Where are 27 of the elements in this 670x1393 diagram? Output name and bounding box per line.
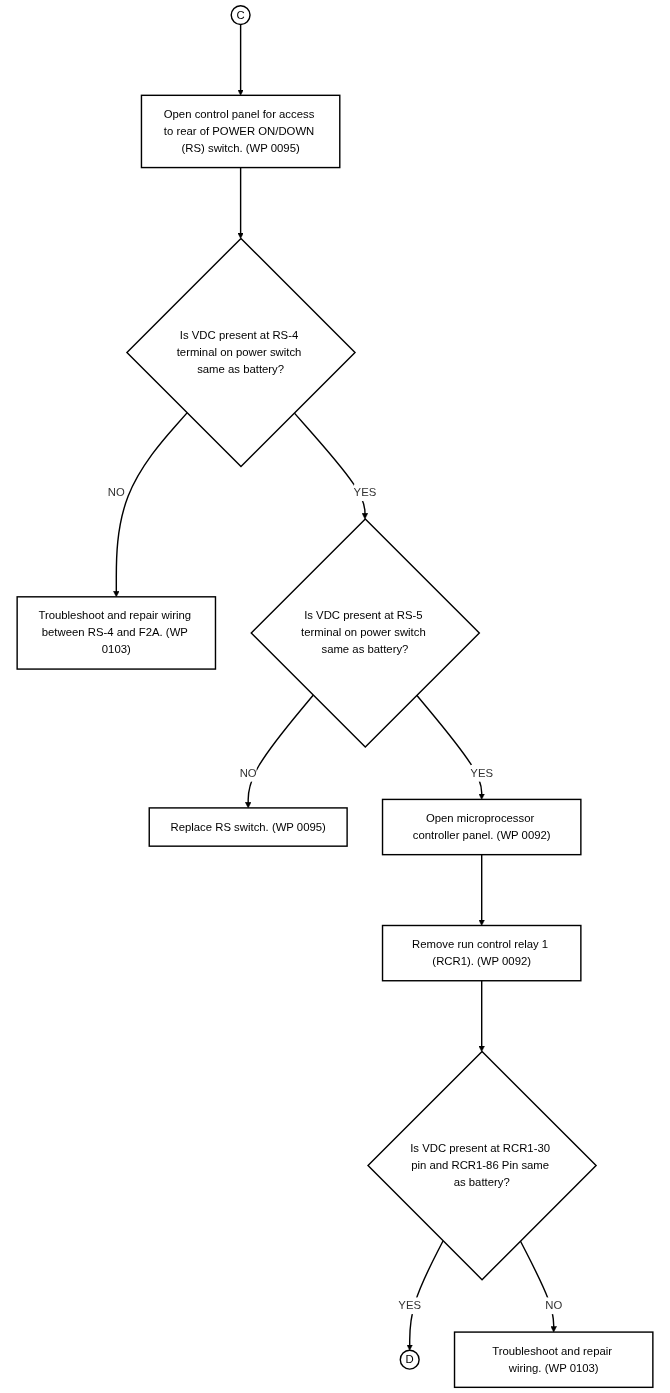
arrow [237, 166, 244, 239]
node-box: Troubleshoot and repair wiring. (WP 0103) [453, 1331, 654, 1389]
node-diamond: Is VDC present at RS-4 terminal on power switch same as battery? [125, 237, 357, 468]
edge-label: YES [353, 486, 377, 499]
arrow [519, 1240, 557, 1333]
arrow [478, 980, 485, 1052]
node-circle: C [230, 4, 251, 26]
edge-label: NO [107, 486, 125, 499]
node-diamond: Is VDC present at RCR1-30 pin and RCR1-86 Pin same as battery? [367, 1050, 598, 1281]
node-diamond: Is VDC present at RS-5 terminal on power switch same as battery? [250, 517, 481, 748]
edge-label: YES [398, 1299, 422, 1312]
arrow [416, 694, 485, 800]
edge-label: NO [239, 766, 257, 779]
node-box: Open microprocessor controller panel. (WP 0092) [381, 798, 582, 856]
node-box: Open control panel for access to rear of POWER ON/DOWN (RS) switch. (WP 0095) [140, 94, 341, 169]
arrow [293, 412, 369, 520]
node-box: Remove run control relay 1 (RCR1). (WP 0092) [381, 924, 582, 982]
edge-label: YES [470, 766, 494, 779]
arrow [406, 1240, 444, 1351]
node-box: Replace RS switch. (WP 0095) [148, 807, 348, 847]
node-circle: D [399, 1349, 420, 1370]
node-box: Troubleshoot and repair wiring between RS-4 and F2A. (WP 0103) [16, 596, 217, 670]
arrow [237, 23, 244, 96]
edge-label: NO [545, 1299, 563, 1312]
arrow [113, 412, 188, 598]
arrow [478, 853, 485, 926]
arrow [245, 694, 314, 809]
